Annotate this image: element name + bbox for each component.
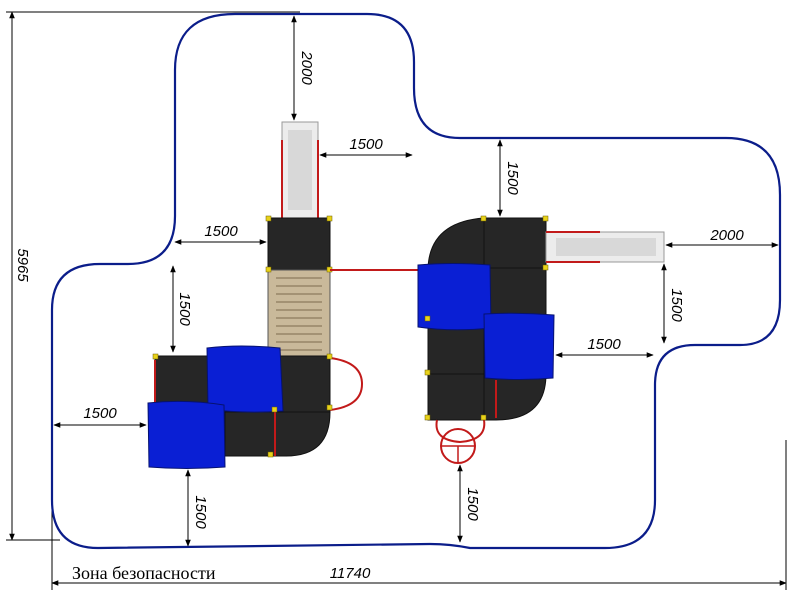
dim-left-tower-left: 1500 — [174, 223, 267, 245]
right-steering-wheel — [440, 428, 476, 464]
slide-right-length-label: 2000 — [709, 227, 744, 244]
left-tower-left-label: 1500 — [204, 223, 238, 240]
left-unit-bottom-label: 1500 — [192, 495, 209, 529]
left-tower-stairs — [276, 277, 322, 351]
right-roof-lower — [483, 312, 555, 380]
dim-left-slide-length: 2000 — [291, 15, 315, 121]
slide-left-side-label: 1500 — [349, 136, 383, 153]
right-unit-right-label: 1500 — [587, 336, 621, 353]
dim-right-slide-length: 2000 — [665, 227, 779, 248]
safety-zone-outline — [50, 12, 782, 550]
right-slide — [545, 231, 665, 263]
safety-zone-caption: Зона безопасности — [72, 563, 216, 583]
dim-right-top: 1500 — [497, 139, 521, 217]
right-slide-below-label: 1500 — [668, 288, 685, 322]
left-tower — [265, 215, 333, 357]
slide-left-length-label: 2000 — [298, 50, 315, 85]
dim-left-slide-side: 1500 — [319, 136, 413, 158]
left-unit-left-label: 1500 — [83, 405, 117, 422]
right-bottom-label: 1500 — [464, 487, 481, 521]
dim-left-unit-left: 1500 — [53, 405, 147, 428]
left-tower-below-label: 1500 — [176, 292, 193, 326]
total-height-label: 5965 — [14, 248, 31, 282]
left-slide — [281, 121, 319, 219]
left-roof-upper — [206, 345, 284, 413]
dim-left-tower-below: 1500 — [170, 265, 193, 353]
right-unit — [417, 215, 555, 464]
dim-right-slide-below: 1500 — [661, 263, 685, 344]
overall-height-dimension: 5965 — [6, 11, 300, 541]
dim-left-unit-bottom: 1500 — [185, 469, 209, 547]
left-lower-unit — [147, 345, 364, 469]
dim-right-unit-right: 1500 — [555, 336, 654, 358]
total-width-label: 11740 — [330, 565, 371, 582]
left-roof-lower — [147, 400, 226, 469]
dim-right-bottom: 1500 — [457, 464, 481, 543]
right-top-label: 1500 — [504, 161, 521, 195]
